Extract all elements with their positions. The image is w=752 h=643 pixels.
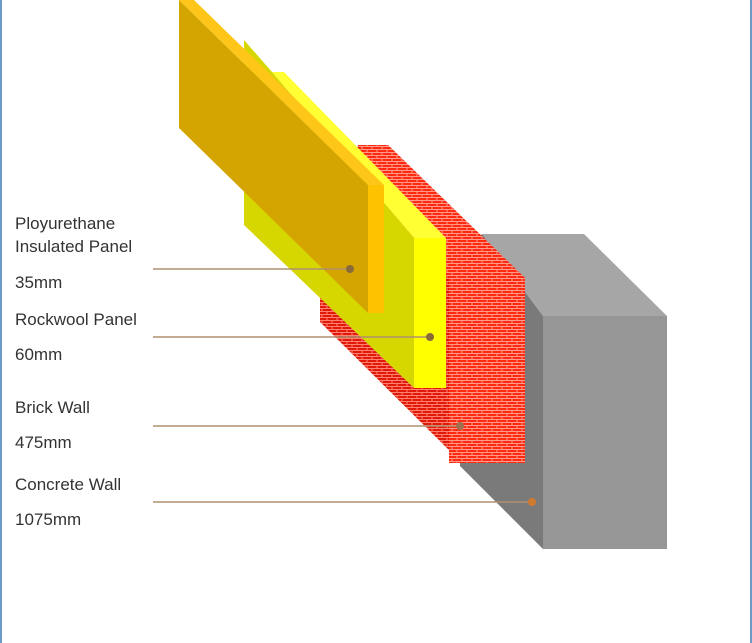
label-rockwool: Rockwool Panel xyxy=(15,310,137,329)
thickness-rockwool: 60mm xyxy=(15,345,63,364)
thickness-concrete: 1075mm xyxy=(15,510,82,529)
polyurethane-panel xyxy=(179,0,384,313)
leader-dot-brick xyxy=(456,422,464,430)
leader-dot-rockwool xyxy=(426,333,434,341)
thickness-brick: 475mm xyxy=(15,433,72,452)
thickness-polyurethane: 35mm xyxy=(15,273,63,292)
label-polyurethane-line1: Ployurethane xyxy=(15,214,116,233)
label-brick: Brick Wall xyxy=(15,398,90,417)
leader-dot-concrete xyxy=(528,498,536,506)
label-concrete: Concrete Wall xyxy=(15,475,122,494)
label-polyurethane-line2: Insulated Panel xyxy=(15,237,133,256)
leader-dot-polyurethane xyxy=(346,265,354,273)
